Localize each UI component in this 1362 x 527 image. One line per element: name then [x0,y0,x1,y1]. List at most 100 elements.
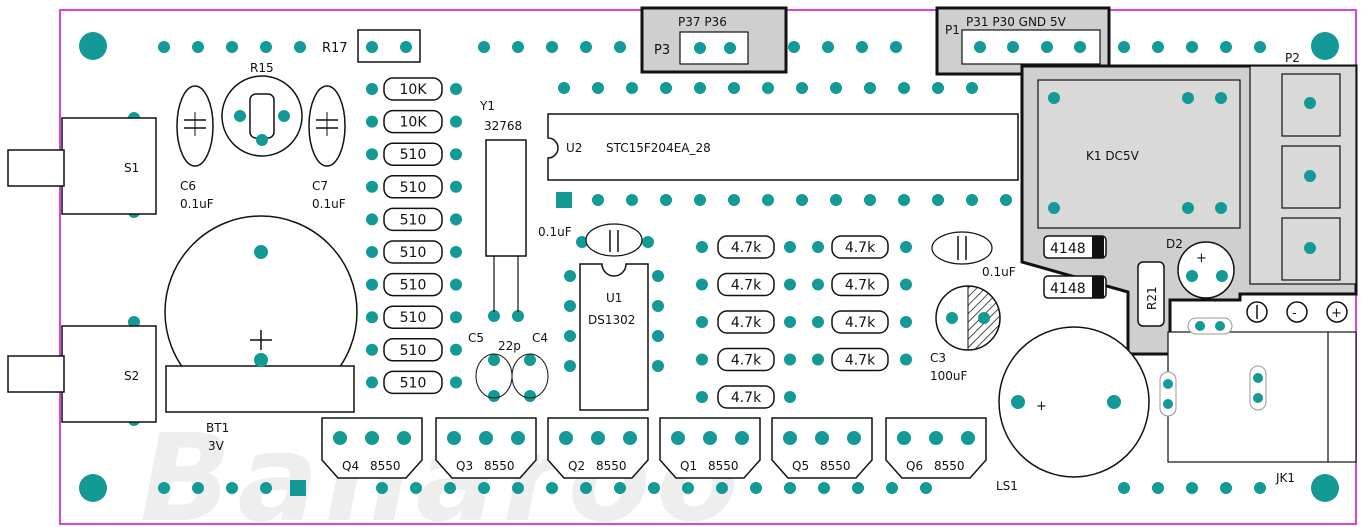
pad [580,41,592,53]
pad [254,245,268,259]
pad [1304,170,1316,182]
u1-label: U1 [606,291,622,305]
resistor-value: 510 [400,375,427,391]
pad [256,134,268,146]
pad [1254,41,1266,53]
pad [750,482,762,494]
pad [1215,202,1227,214]
resistor-value: 4.7k [731,390,762,406]
pad [1186,482,1198,494]
pad [897,431,911,445]
resistor: 10K [366,77,462,101]
pad [694,42,706,54]
pad [564,270,576,282]
pad [1186,270,1198,282]
resistor-body [717,235,775,259]
resistor-body [383,305,443,329]
resistor-value: 510 [400,278,427,294]
pad [1215,321,1225,331]
cap-c3: C3 100uF 0.1uF [930,231,1016,383]
pad [1215,92,1227,104]
resistor-body [383,207,443,232]
pad [1048,92,1060,104]
pad [450,83,462,95]
resistor: 510 [366,240,462,264]
pad [444,482,456,494]
resistor-value: 510 [400,212,427,228]
resistor-body [717,310,775,334]
transistor-outline [547,417,649,479]
resistor-value: 510 [400,180,427,196]
resistor-body [717,272,775,297]
d1-value: 4148 [1050,241,1086,257]
pad [978,312,990,324]
pad [260,482,272,494]
pad [696,391,708,403]
pad [1074,41,1086,53]
pad [1107,395,1121,409]
transistor-ref: Q5 [792,459,809,473]
mounting-holes [79,32,1339,502]
pad [783,431,797,445]
pad [1182,202,1194,214]
bt1-label: BT1 [206,421,229,435]
s1-label: S1 [124,161,139,175]
transistor-ref: Q3 [456,459,473,473]
pad [900,316,912,328]
y1-label: Y1 [479,99,495,113]
mounting-hole [1311,32,1339,60]
pad [1254,482,1266,494]
pad [158,41,170,53]
resistor: 4.7k [696,235,796,259]
ls1-outline [998,326,1150,478]
r17-label: R17 [322,41,348,56]
resistor-body [383,175,443,199]
resistor: 510 [366,305,462,329]
c6-label: C6 [180,179,196,193]
resistor: 10K [366,109,462,134]
pad [366,246,378,258]
jk1-pin [1249,365,1267,411]
pad [762,194,774,206]
terminal-symbol-icon [1286,301,1308,323]
switch-s2: S2 [7,325,157,423]
caps-c5-c4: C5 22p C4 [468,331,549,399]
terminal-plus: + [1331,306,1342,321]
resistor: 4.7k [696,310,796,334]
pad [400,41,412,53]
pad [788,41,800,53]
c4-label: C4 [532,331,548,345]
pad [847,431,861,445]
pad [1253,393,1263,403]
p1-label: P1 [945,23,960,37]
d2-plus: + [1196,251,1207,266]
pad [822,41,834,53]
switch-s1: S1 [7,117,157,215]
pad [294,41,306,53]
pad [961,431,975,445]
pad [642,236,654,248]
pad [580,482,592,494]
resistor-body [831,235,889,259]
mounting-hole [79,474,107,502]
resistor: 4.7k [812,347,912,372]
pad [128,316,140,328]
pad [652,270,664,282]
buzzer-ls1: + LS1 [996,326,1150,493]
pad [366,213,378,226]
s2-label: S2 [124,369,139,383]
resistor-value: 510 [400,245,427,261]
pad [1186,41,1198,53]
pad [450,213,462,226]
y1-value: 32768 [484,119,522,133]
diode-d1 [1043,235,1107,259]
pad [1195,321,1205,331]
c5-c4-value: 22p [498,339,521,353]
c5-label: C5 [468,331,484,345]
led-d2 [1177,241,1235,299]
p2-label: P2 [1285,51,1300,65]
s2-actuator [7,355,65,393]
